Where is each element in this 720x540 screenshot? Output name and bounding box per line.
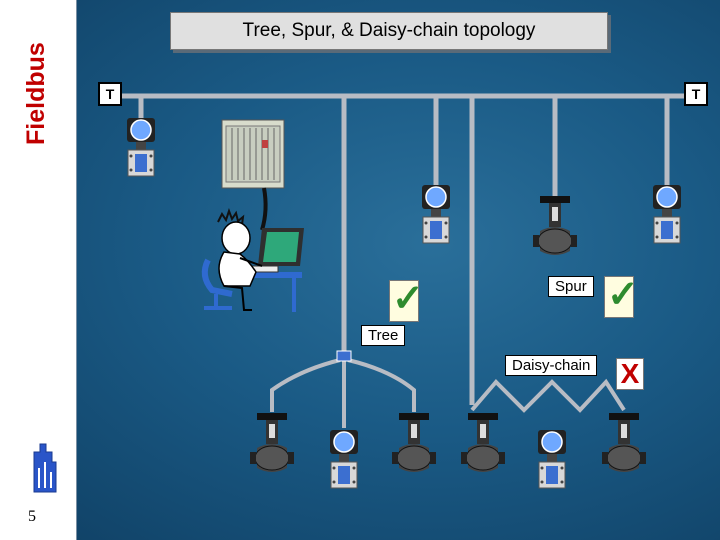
transmitter-icon [329,429,359,489]
left-sidebar: Fieldbus 5 [0,0,77,540]
daisy-chain-x-mark: X [616,358,644,390]
transmitter-icon [126,117,156,177]
controller-rack-icon [221,119,285,189]
check-mark-icon: ✓ [392,278,424,320]
operator-workstation-icon [201,208,304,312]
check-mark-icon: ✓ [607,274,639,316]
spur-label: Spur [548,276,594,297]
terminator-left: T [98,82,122,106]
terminator-right: T [684,82,708,106]
control-valve-icon [249,412,295,473]
daisy-chain-label: Daisy-chain [505,355,598,376]
control-valve-icon [460,412,506,473]
spur-check-mark: ✓ [604,275,639,318]
control-valve-icon [391,412,437,473]
tree-branches [270,358,416,428]
trunk-cable [120,93,698,405]
page-title: Tree, Spur, & Daisy-chain topology [170,12,608,50]
company-logo-icon [33,443,57,493]
control-valve-icon [532,195,578,256]
controller-cable [260,187,268,231]
daisy-chain-cable [470,378,626,413]
junction-box [336,350,352,362]
transmitter-icon [421,184,451,244]
transmitter-icon [537,429,567,489]
tree-check-mark: ✓ [389,279,424,322]
page-number: 5 [28,508,36,525]
tree-label: Tree [361,325,406,346]
control-valve-icon [601,412,647,473]
transmitter-icon [652,184,682,244]
